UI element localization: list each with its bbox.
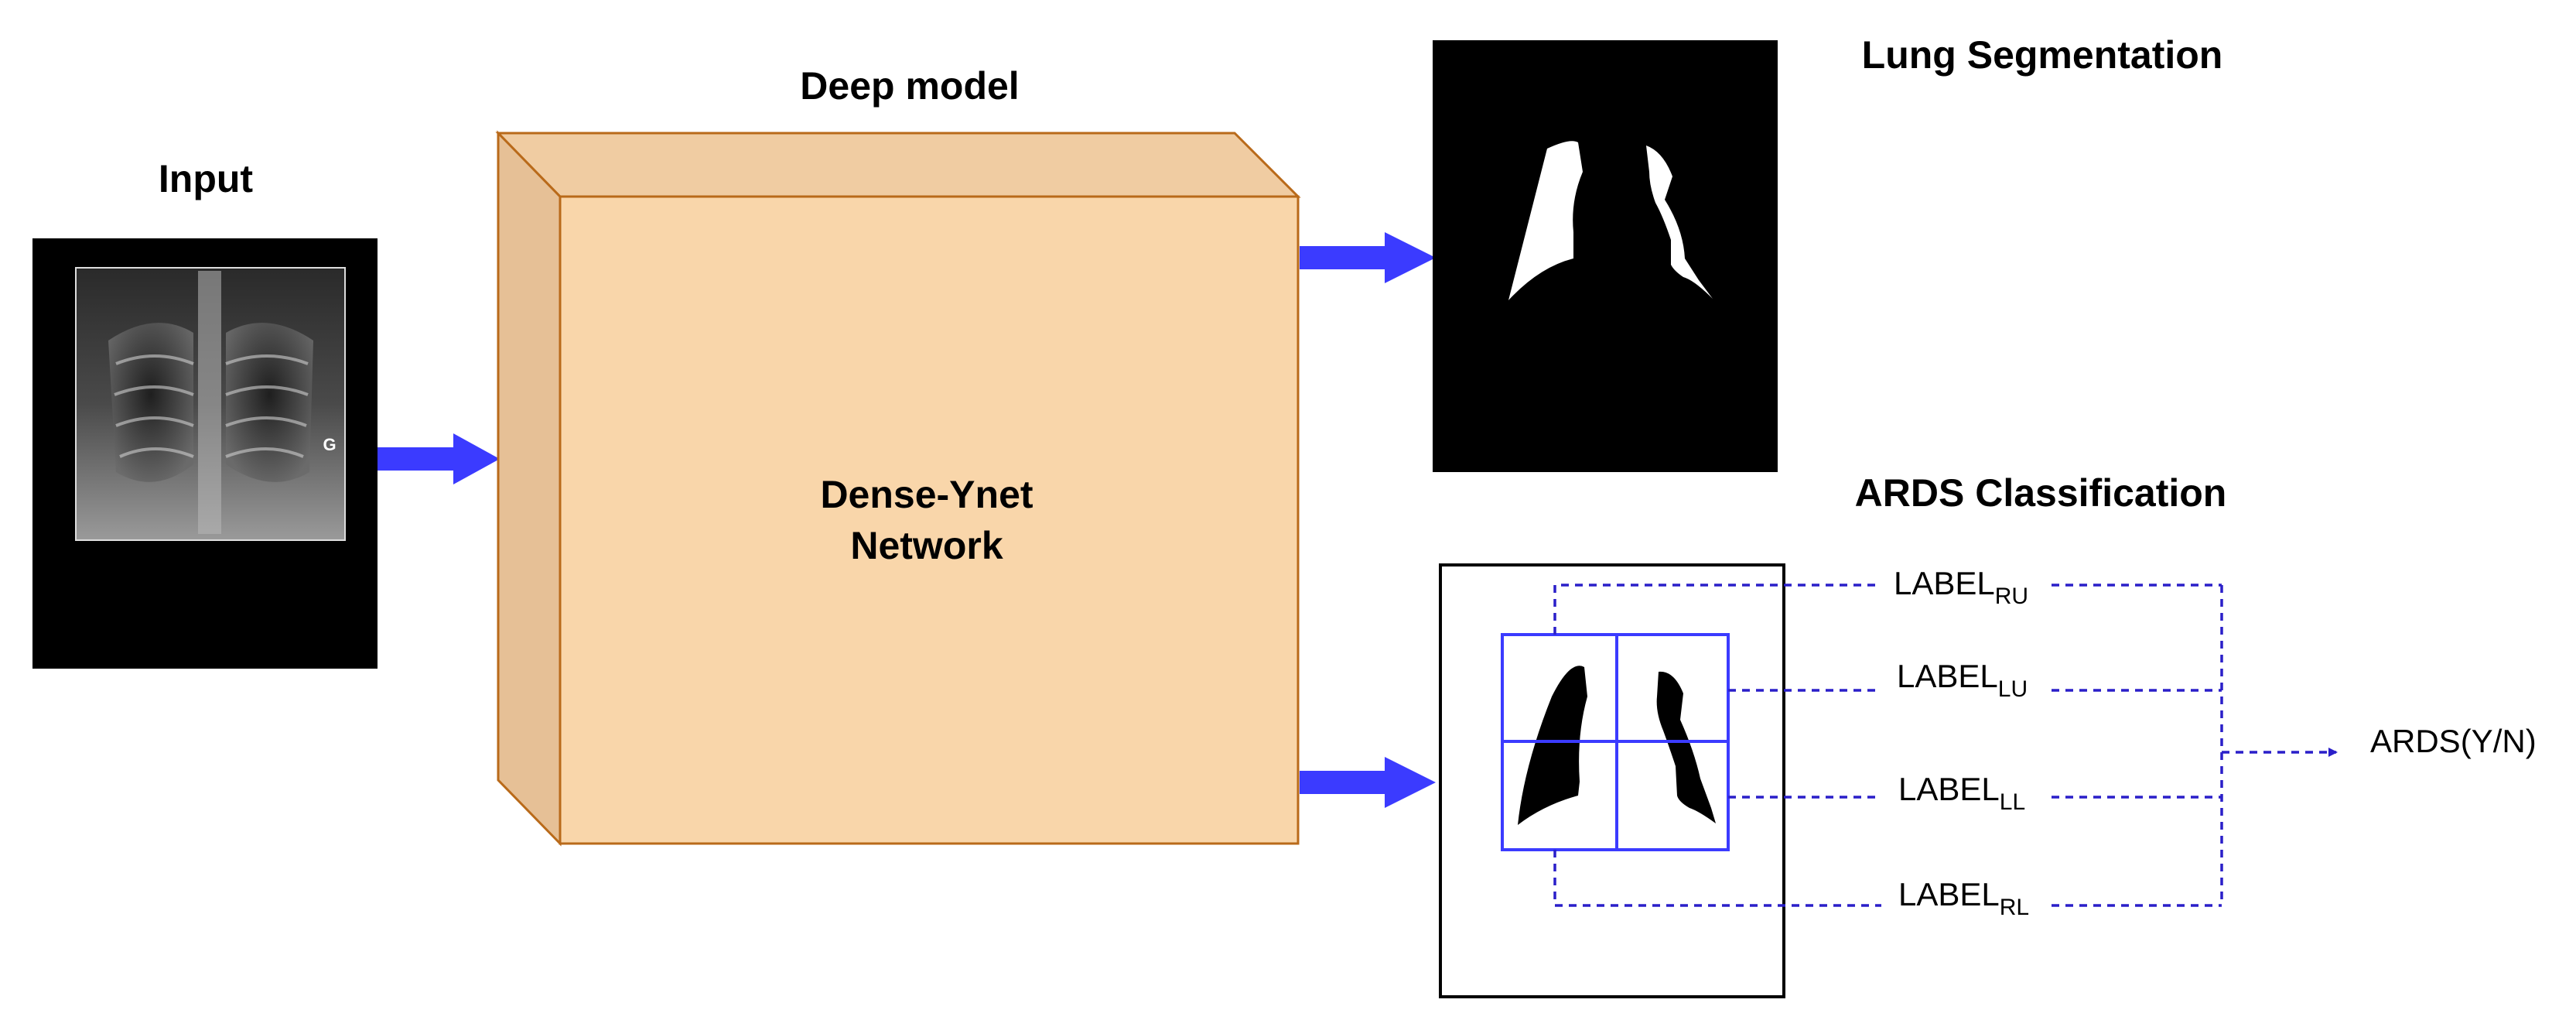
label-rl: LABELRL	[1898, 876, 2029, 920]
arrow-model-to-segmentation	[1300, 232, 1436, 283]
model-name-line2: Network	[850, 524, 1003, 567]
arrow-model-to-classification	[1300, 757, 1436, 808]
model-title: Deep model	[800, 64, 1019, 108]
arrow-input-to-model	[378, 433, 500, 484]
segmentation-mask-image	[1433, 40, 1778, 472]
input-xray-image: G	[32, 238, 378, 669]
input-title: Input	[159, 157, 254, 200]
label-ru: LABELRU	[1894, 565, 2028, 609]
dashed-connectors	[1553, 584, 2338, 907]
dense-ynet-box	[495, 130, 1301, 847]
segmentation-title: Lung Segmentation	[1862, 33, 2223, 77]
lung-quadrant-grid	[1501, 633, 1730, 851]
label-lu: LABELLU	[1897, 658, 2028, 702]
label-ll: LABELLL	[1898, 771, 2025, 815]
model-name-line1: Dense-Ynet	[820, 473, 1033, 516]
classification-lungs	[1518, 666, 1716, 825]
ards-output-label: ARDS(Y/N)	[2370, 723, 2537, 759]
classification-frame	[1439, 563, 1785, 998]
xray-marker: G	[323, 435, 336, 454]
classification-title: ARDS Classification	[1855, 471, 2227, 515]
